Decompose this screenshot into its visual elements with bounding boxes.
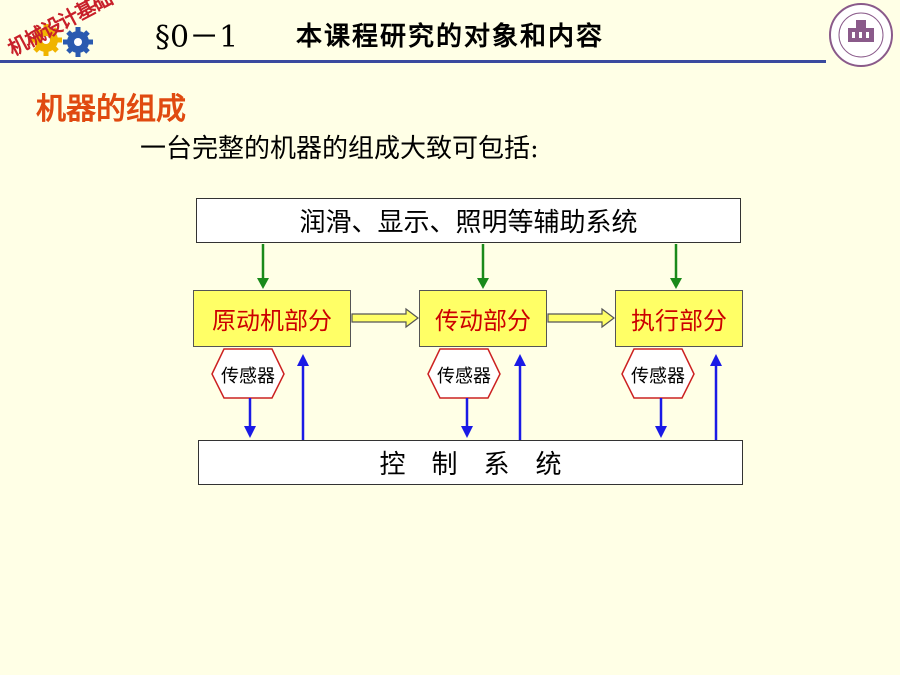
component-label: 传动部分 (435, 307, 531, 335)
page-title: 本课程研究的对象和内容 (296, 22, 605, 52)
prime-mover-box: 原动机部分 (193, 290, 351, 347)
section-number: §0－1 (155, 20, 239, 55)
sensor-label: 传感器 (221, 366, 275, 387)
auxiliary-system-label: 润滑、显示、照明等辅助系统 (299, 208, 638, 238)
control-system-box: 控 制 系 统 (198, 440, 743, 485)
slide-header: 机械设计基础 §0－1 本课程研究的对象和内容 (0, 0, 900, 67)
sensor-label: 传感器 (631, 366, 685, 387)
flow-arrows (351, 307, 615, 329)
section-heading: 机器的组成 (36, 92, 186, 127)
component-label: 原动机部分 (212, 307, 332, 335)
component-label: 执行部分 (631, 307, 727, 335)
sensor-label: 传感器 (437, 366, 491, 387)
intro-text: 一台完整的机器的组成大致可包括: (140, 134, 539, 164)
sensor-shapes (211, 348, 695, 399)
transmission-box: 传动部分 (419, 290, 547, 347)
university-emblem-icon (829, 3, 893, 67)
auxiliary-system-box: 润滑、显示、照明等辅助系统 (196, 198, 741, 243)
green-arrows (261, 244, 678, 280)
gears-icon (30, 24, 93, 57)
header-divider (0, 60, 826, 63)
control-system-label: 控 制 系 统 (379, 450, 562, 480)
execution-box: 执行部分 (615, 290, 743, 347)
